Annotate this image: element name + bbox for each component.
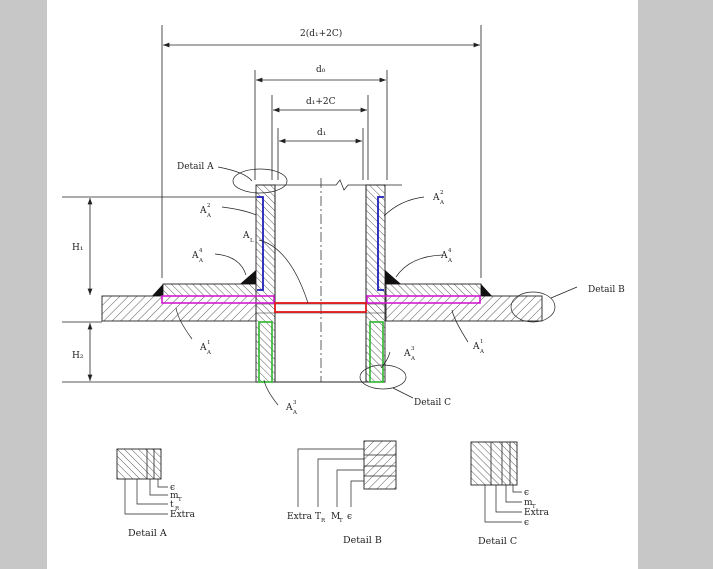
area-label-a2-right: A A 2	[432, 190, 445, 206]
area-al-red	[274, 302, 367, 313]
detail-a: ϵ m T t R Extra Detail A	[116, 448, 196, 539]
dimension-lines	[62, 25, 482, 383]
break-line	[258, 179, 402, 191]
svg-text:A: A	[191, 251, 199, 261]
area-label-a2-left: A A 2	[199, 203, 212, 219]
detail-b-caption: Detail B	[343, 535, 382, 546]
detail-b-leader-extra: Extra	[287, 512, 313, 522]
detail-c-leader-extra: Extra	[524, 508, 550, 518]
svg-text:T: T	[339, 518, 343, 524]
svg-text:L: L	[250, 238, 254, 244]
area-label-a3-right: A A 3	[403, 346, 416, 362]
detail-c-pointer: Detail C	[414, 398, 451, 408]
detail-c-caption: Detail C	[478, 536, 517, 547]
dim-do-label: d₀	[316, 65, 326, 75]
h1-label: H₁	[72, 243, 83, 253]
detail-c-leader-m: m	[524, 498, 533, 508]
svg-text:4: 4	[199, 248, 203, 254]
svg-text:A: A	[479, 349, 485, 355]
svg-text:A: A	[432, 193, 440, 203]
detail-b: Extra T R M T ϵ Detail B	[287, 440, 397, 546]
detail-a-leader-m: m	[170, 491, 179, 501]
svg-text:A: A	[440, 251, 448, 261]
area-a3-green	[258, 321, 384, 383]
detail-b-pointer: Detail B	[588, 285, 625, 295]
area-label-a1-left: A A 1	[199, 340, 212, 356]
detail-b-leader-m: M	[331, 512, 340, 522]
area-label-a4-right: A A 4	[440, 248, 453, 264]
svg-text:1: 1	[207, 340, 211, 346]
detail-a-pointer: Detail A	[177, 162, 214, 172]
area-label-al: A L	[242, 231, 254, 244]
detail-a-leader-t: t	[170, 500, 174, 510]
svg-text:R: R	[175, 506, 180, 512]
svg-text:R: R	[321, 518, 326, 524]
detail-a-leader-extra: Extra	[170, 510, 196, 520]
svg-text:A: A	[206, 213, 212, 219]
svg-text:A: A	[242, 231, 250, 241]
svg-text:A: A	[439, 200, 445, 206]
area-label-a4-left: A A 4	[191, 248, 204, 264]
nozzle-wall	[255, 184, 386, 383]
detail-c-leader-epsilon-2: ϵ	[524, 518, 529, 528]
svg-text:3: 3	[411, 346, 415, 352]
dim-overall-label: 2(d₁+2C)	[300, 28, 342, 39]
svg-text:A: A	[285, 403, 293, 413]
detail-c: ϵ m T Extra ϵ Detail C	[470, 441, 550, 547]
detail-c-leader-epsilon: ϵ	[524, 488, 529, 498]
svg-text:A: A	[447, 258, 453, 264]
svg-text:T: T	[532, 504, 536, 510]
dim-d1-2c-label: d₁+2C	[306, 97, 336, 107]
svg-text:2: 2	[207, 203, 211, 209]
detail-b-leader-epsilon: ϵ	[347, 512, 352, 522]
svg-text:A: A	[472, 342, 480, 352]
svg-text:A: A	[410, 356, 416, 362]
svg-text:A: A	[198, 258, 204, 264]
svg-text:A: A	[403, 349, 411, 359]
area-a2-blue	[257, 196, 384, 291]
detail-a-caption: Detail A	[128, 528, 167, 539]
h2-label: H₂	[72, 351, 84, 361]
svg-text:3: 3	[293, 400, 297, 406]
shell-plate	[101, 295, 543, 322]
svg-text:T: T	[178, 497, 182, 503]
area-label-a3-left: A A 3	[285, 400, 298, 416]
detail-a-leader-epsilon: ϵ	[170, 483, 175, 493]
svg-text:1: 1	[480, 339, 484, 345]
area-label-a1-right: A A 1	[472, 339, 485, 355]
dim-d1-label: d₁	[317, 128, 326, 138]
area-a1-magenta	[161, 295, 481, 304]
leaders	[175, 166, 578, 406]
svg-text:4: 4	[448, 248, 452, 254]
fillet-welds	[152, 270, 492, 296]
svg-text:A: A	[206, 350, 212, 356]
svg-text:2: 2	[440, 190, 444, 196]
svg-text:A: A	[199, 206, 207, 216]
detail-b-leader-t: T	[315, 512, 321, 522]
reinforcing-pad	[162, 283, 482, 297]
svg-text:A: A	[292, 410, 298, 416]
svg-text:A: A	[199, 343, 207, 353]
